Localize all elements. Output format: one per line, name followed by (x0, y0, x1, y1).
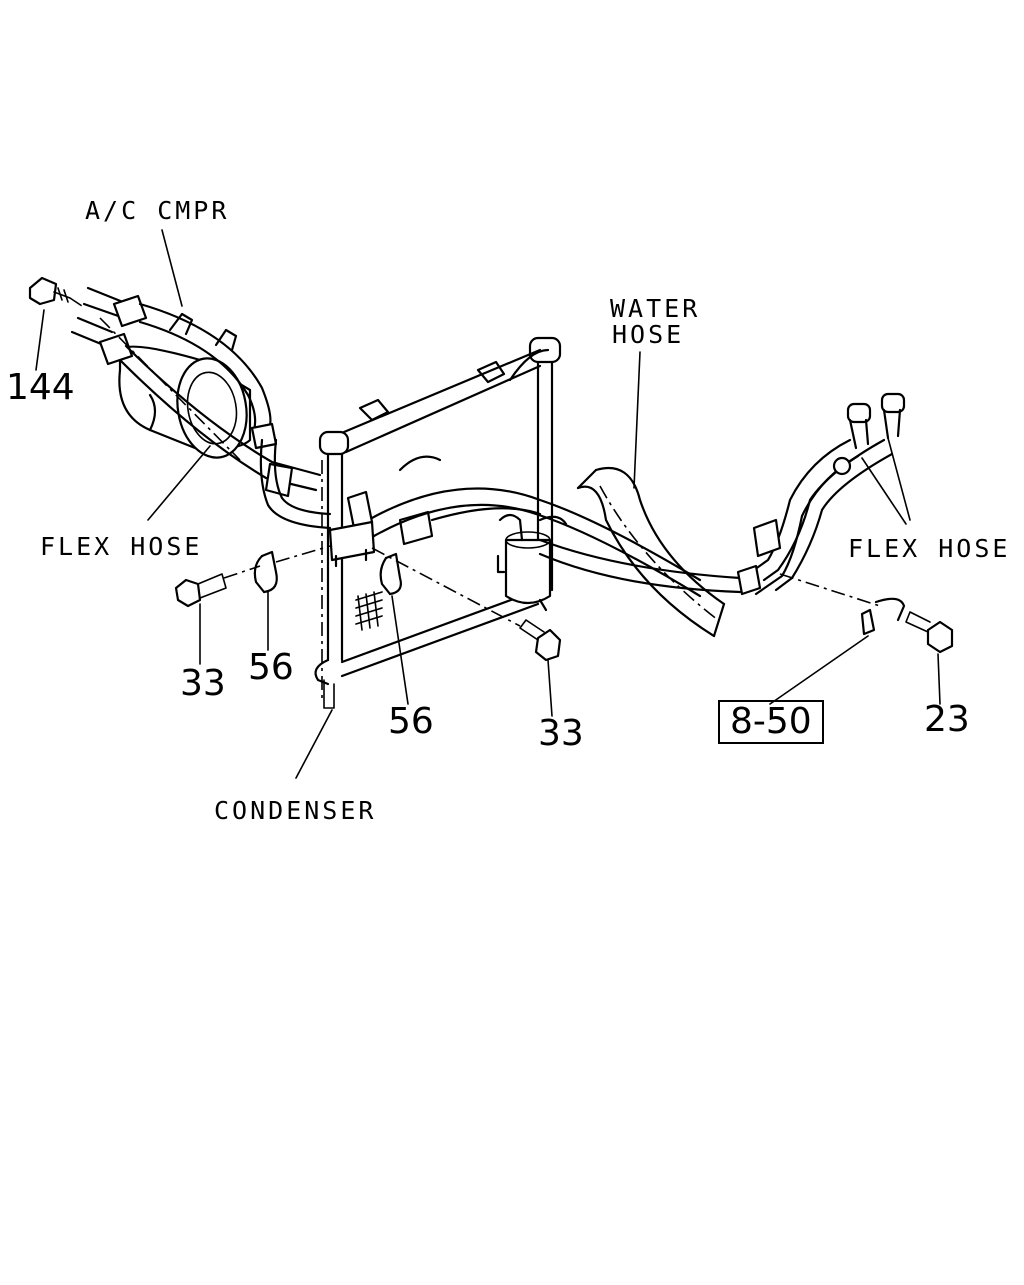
clip-56-center-part (379, 552, 402, 596)
water-hose-label-line2: HOSE (612, 320, 685, 349)
flex-hose-label-right: FLEX HOSE (848, 534, 1011, 563)
right-flex-hoses (736, 392, 906, 607)
condenser-fins (355, 591, 383, 631)
callout-144: 144 (6, 367, 75, 408)
bolt-33-right-part (371, 547, 562, 662)
water-hose-label-line1: WATER (610, 294, 701, 323)
ac-compressor-label: A/C CMPR (85, 196, 230, 225)
callout-23: 23 (924, 699, 970, 740)
callout-56-center: 56 (388, 701, 434, 742)
leader-lines (35, 229, 941, 779)
junction-blocks (328, 490, 434, 568)
callout-33-right: 33 (538, 713, 584, 754)
callout-33-left: 33 (180, 663, 226, 704)
condenser-label: CONDENSER (214, 796, 377, 825)
clip-56-left-part (253, 545, 331, 594)
water-hose (576, 466, 726, 638)
callout-56-left: 56 (248, 647, 294, 688)
compressor-hoses (70, 286, 332, 530)
callout-8-50-reference: 8-50 (718, 700, 824, 744)
bolt-33-left-part (174, 565, 261, 608)
condenser (314, 336, 562, 709)
ac-compressor (118, 312, 252, 459)
bolt-144-part (28, 276, 83, 307)
bolt-23-part (860, 597, 954, 654)
flex-hose-label-left: FLEX HOSE (40, 532, 203, 561)
main-hoses (370, 487, 742, 598)
receiver-drier (496, 513, 568, 612)
